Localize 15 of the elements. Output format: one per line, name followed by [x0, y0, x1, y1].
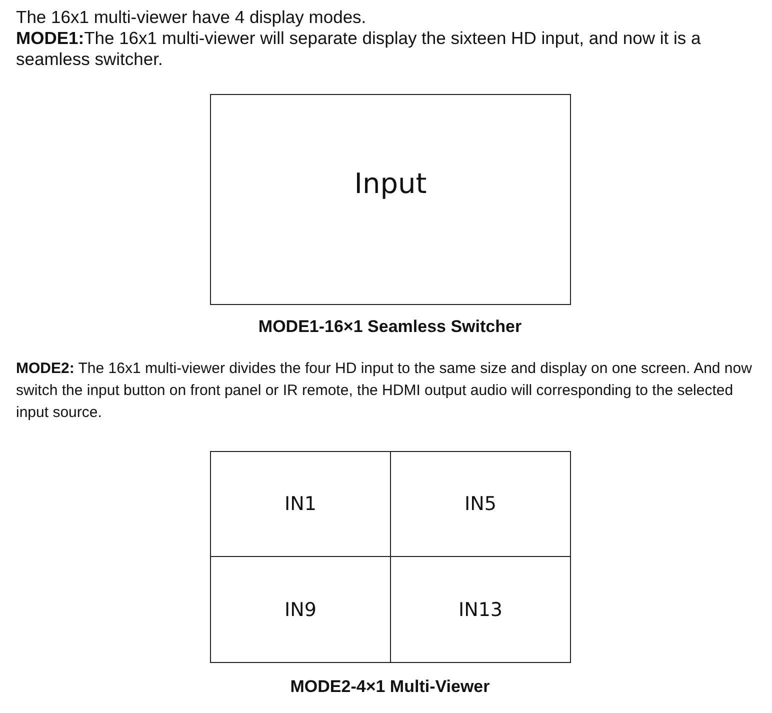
input-window — [210, 556, 391, 663]
node-label: IN9 — [284, 598, 316, 620]
input-window — [390, 556, 571, 663]
node-label: IN5 — [464, 493, 496, 515]
node-label: Input — [354, 167, 427, 200]
node-label: IN13 — [458, 598, 502, 620]
figure-caption: MODE2-4×1 Multi-Viewer — [289, 676, 491, 698]
intro-text: The 16x1 multi-viewer have 4 display modes. — [16, 7, 368, 28]
input-display-box — [210, 94, 571, 305]
mode-description: MODE2: The 16x1 multi-viewer divides the four HD input to the same size and display on one screen. And now switch the input button on front panel or IR remote, the HDMI output audio will corresponding to the selected input source. — [16, 359, 753, 423]
input-window — [210, 451, 391, 557]
figure-caption: MODE1-16×1 Seamless Switcher — [257, 316, 523, 338]
node-label: IN1 — [284, 493, 316, 515]
input-window — [390, 451, 571, 557]
mode-description: MODE1:The 16x1 multi-viewer will separate display the sixteen HD input, and now it is a seamless switcher. — [16, 28, 702, 70]
